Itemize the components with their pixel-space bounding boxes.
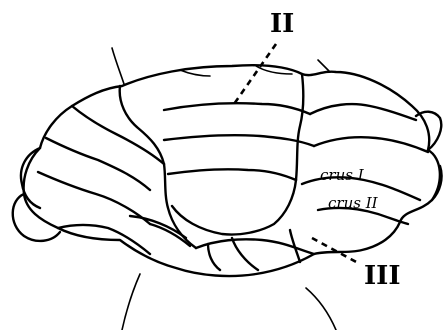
labels: II III crus I crus II [270, 9, 401, 291]
label-lobule-III: III [364, 261, 401, 291]
label-crus-II: crus II [328, 194, 379, 212]
label-lobule-II: II [270, 9, 294, 39]
cerebellum-outline [24, 65, 440, 276]
label-crus-I: crus I [320, 166, 365, 184]
leader-line-II [234, 44, 276, 104]
lateral-lobes [13, 112, 442, 241]
